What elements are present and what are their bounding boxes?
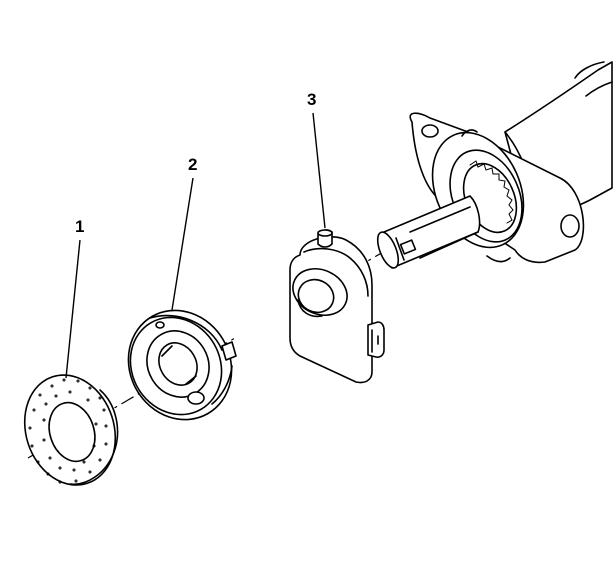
callout-1-label: 1 <box>75 217 84 236</box>
callout-3: 3 <box>307 90 326 229</box>
steering-column-housing <box>376 61 613 269</box>
leader-line-3 <box>312 112 326 229</box>
callout-2-label: 2 <box>188 155 197 174</box>
part-1-washer <box>23 374 119 486</box>
part-2-cam-ring <box>127 309 237 421</box>
callout-1: 1 <box>65 217 84 379</box>
leader-line-2 <box>171 177 194 311</box>
part-3-switch-housing <box>289 229 385 384</box>
leader-line-1 <box>65 239 81 379</box>
callout-3-label: 3 <box>307 90 316 109</box>
callout-2: 2 <box>171 155 197 311</box>
washer-texture <box>28 378 108 484</box>
